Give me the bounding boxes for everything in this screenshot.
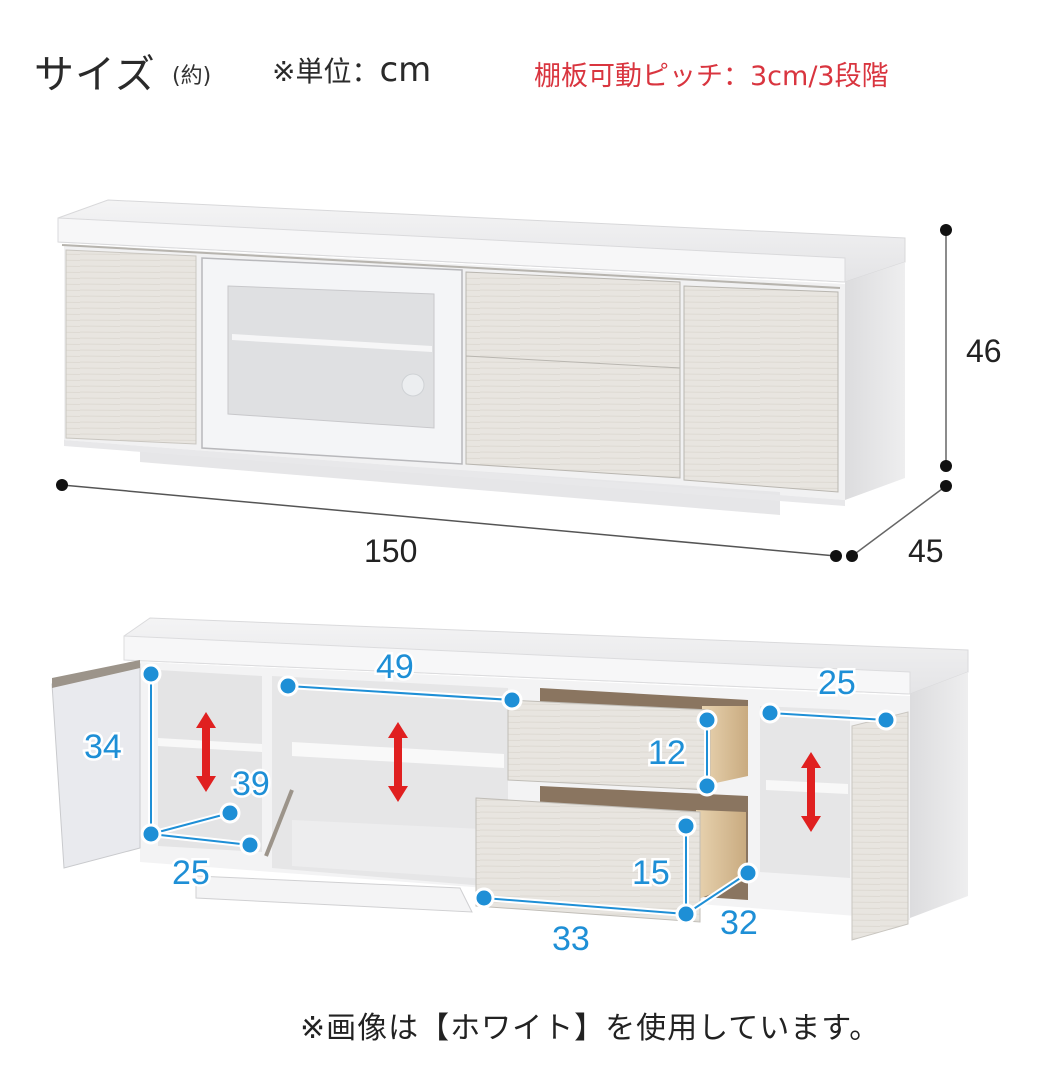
lower-drawer-depth-label: 32 <box>720 904 758 942</box>
header: サイズ (約) ※単位：cm 棚板可動ピッチ：3cm/3段階 <box>0 0 1040 110</box>
lower-drawer-height-label: 15 <box>632 854 670 892</box>
lower-drawer-width-label: 33 <box>552 920 590 958</box>
right-cabinet-width-label: 25 <box>818 664 856 702</box>
tv-stand-open <box>51 617 969 941</box>
unit-prefix: ※単位： <box>272 55 380 88</box>
red-double-arrow-icon <box>801 752 821 832</box>
left-cabinet-width-label: 25 <box>172 854 210 892</box>
left-door-open <box>51 663 141 869</box>
dimension-dot <box>846 550 858 562</box>
center-width-label: 49 <box>376 648 414 686</box>
dimension-dot <box>940 480 952 492</box>
upper-drawer <box>465 271 681 369</box>
left-door <box>65 249 197 445</box>
interior-dimensions <box>148 674 887 917</box>
dimension-dot <box>940 460 952 472</box>
lower-drawer-open <box>475 797 701 923</box>
unit-label: ※単位：cm <box>272 50 431 90</box>
unit-value: cm <box>379 50 432 90</box>
dimension-dot <box>940 224 952 236</box>
size-title: サイズ <box>34 52 156 98</box>
left-cabinet-depth-label: 39 <box>232 765 270 803</box>
approx-note: (約) <box>172 64 212 89</box>
red-double-arrow-icon <box>388 722 408 802</box>
tv-stand-closed <box>57 199 906 515</box>
dimension-dot <box>56 479 68 491</box>
right-door <box>683 285 839 493</box>
right-door-open <box>851 711 909 941</box>
depth-label: 45 <box>908 533 944 569</box>
red-double-arrow-icon <box>196 712 216 792</box>
width-label: 150 <box>364 533 417 569</box>
lower-drawer <box>465 355 681 479</box>
exterior-dimensions: 46 150 45 <box>56 224 1002 569</box>
shelf-pitch-note: 棚板可動ピッチ：3cm/3段階 <box>534 61 889 92</box>
height-label: 46 <box>966 333 1002 369</box>
left-cabinet-height-label: 34 <box>84 728 122 766</box>
dropped-glass-door <box>195 875 473 913</box>
adjustable-shelf-arrows <box>196 712 821 832</box>
interior-dimension-dots <box>140 663 897 925</box>
image-color-note: ※画像は【ホワイト】を使用しています。 <box>300 1011 881 1046</box>
dimension-dot <box>830 550 842 562</box>
upper-drawer-height-label: 12 <box>648 734 686 772</box>
